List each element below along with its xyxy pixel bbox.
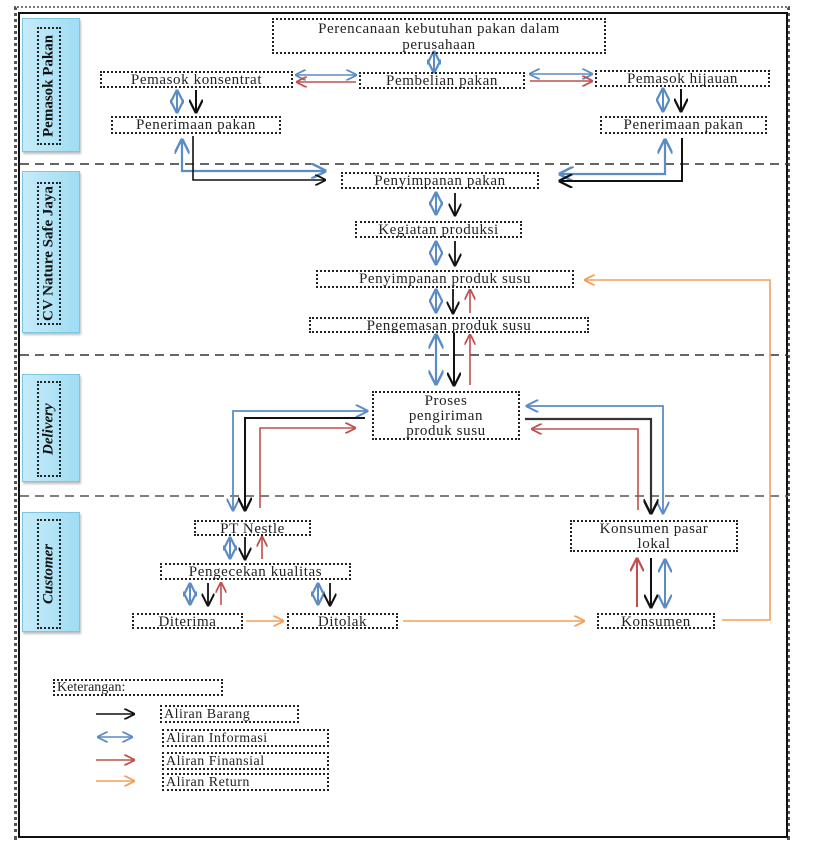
legend-title: Keterangan: bbox=[53, 679, 223, 696]
node-proses-pengiriman-produk-susu: Proses pengiriman produk susu bbox=[372, 391, 520, 440]
node-proses-line3: produk susu bbox=[406, 423, 486, 439]
goods-arrow bbox=[525, 417, 651, 513]
legend-label-return: Aliran Return bbox=[162, 773, 329, 791]
node-proses-line1: Proses bbox=[424, 393, 468, 409]
node-perencanaan-line1: Perencanaan kebutuhan pakan dalam bbox=[318, 21, 560, 37]
return-arrow bbox=[585, 280, 771, 621]
info-arrow bbox=[182, 140, 325, 171]
legend-label-informasi: Aliran Informasi bbox=[162, 729, 329, 747]
lane-delivery: Delivery bbox=[22, 374, 80, 482]
node-pemasok-konsentrat: Pemasok konsentrat bbox=[100, 71, 293, 88]
node-ditolak: Ditolak bbox=[287, 613, 398, 630]
lane-cv-nature-safe-jaya: CV Nature Safe Jaya bbox=[22, 171, 80, 333]
node-perencanaan-kebutuhan-pakan: Perencanaan kebutuhan pakan dalam perusa… bbox=[272, 18, 606, 54]
info-arrow bbox=[527, 406, 663, 513]
node-penerimaan-pakan-right: Penerimaan pakan bbox=[600, 116, 767, 134]
node-penerimaan-pakan-left: Penerimaan pakan bbox=[111, 116, 281, 134]
node-pembelian-pakan: Pembelian pakan bbox=[359, 72, 525, 89]
node-pt-nestle: PT Nestle bbox=[194, 520, 311, 537]
node-proses-line2: pengiriman bbox=[408, 408, 484, 424]
finance-arrow bbox=[532, 429, 639, 510]
goods-arrow bbox=[560, 138, 683, 181]
node-pengecekan-kualitas: Pengecekan kualitas bbox=[160, 563, 351, 580]
node-konsumen-pasar-line1: Konsumen pasar bbox=[599, 521, 709, 537]
node-penyimpanan-pakan: Penyimpanan pakan bbox=[341, 172, 539, 189]
node-konsumen-pasar-line2: lokal bbox=[637, 536, 671, 552]
goods-arrow bbox=[192, 136, 325, 180]
lane-pemasok-pakan: Pemasok Pakan bbox=[22, 18, 80, 152]
node-penyimpanan-produk-susu: Penyimpanan produk susu bbox=[316, 270, 574, 288]
info-arrow bbox=[233, 411, 367, 510]
node-pemasok-hijauan: Pemasok hijauan bbox=[595, 70, 770, 87]
lane-customer: Customer bbox=[22, 512, 80, 632]
node-perencanaan-line2: perusahaan bbox=[402, 37, 476, 53]
finance-arrow bbox=[259, 428, 355, 508]
node-konsumen: Konsumen bbox=[597, 613, 715, 630]
legend-label-barang: Aliran Barang bbox=[160, 705, 299, 723]
diagram-frame bbox=[18, 12, 788, 838]
outer-page-border bbox=[14, 6, 790, 840]
node-diterima: Diterima bbox=[132, 613, 243, 630]
node-pengemasan-produk-susu: Pengemasan produk susu bbox=[309, 317, 589, 334]
goods-arrow bbox=[245, 417, 365, 510]
node-konsumen-pasar-lokal: Konsumen pasar lokal bbox=[570, 520, 738, 552]
node-kegiatan-produksi: Kegiatan produksi bbox=[355, 221, 522, 238]
legend-label-finansial: Aliran Finansial bbox=[162, 752, 329, 770]
info-arrow bbox=[560, 140, 665, 174]
